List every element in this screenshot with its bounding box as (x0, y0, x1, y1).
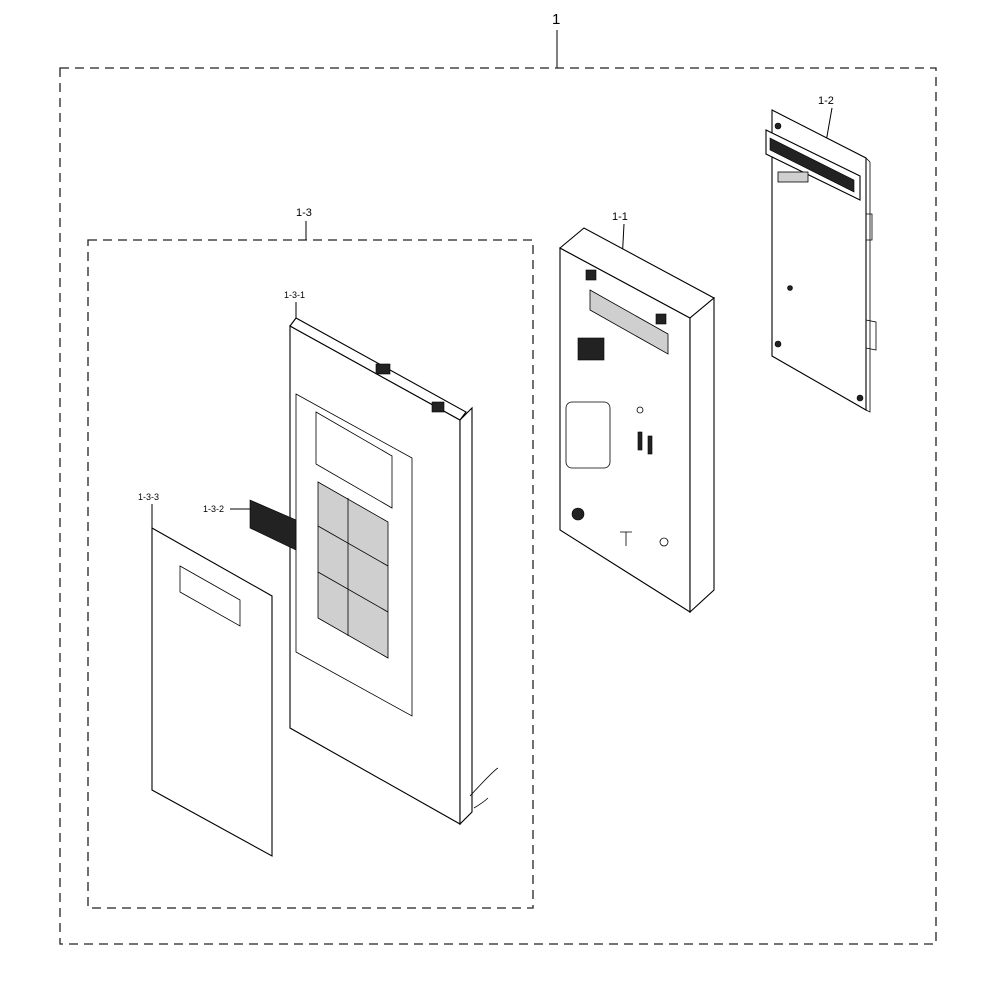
pcb-edge (865, 157, 871, 413)
frame-slot-1 (637, 431, 643, 451)
part-1-3-3-sheet: 1-3-3 (138, 492, 273, 857)
callout-1-3-3: 1-3-3 (138, 492, 159, 502)
callout-1-1: 1-1 (612, 211, 628, 223)
pcb-hole-3 (774, 340, 782, 348)
pcb-hole-4 (856, 394, 864, 402)
callout-1: 1 (552, 11, 560, 28)
frame-hole-1 (659, 537, 669, 547)
part-1-3-2-window: 1-3-2 (203, 499, 297, 551)
frame-t-mark (620, 531, 632, 546)
keypad-divider-h2 (317, 571, 389, 613)
window-plate (249, 499, 297, 551)
callout-1-3: 1-3 (296, 207, 312, 219)
frame-display-slot (589, 289, 669, 355)
frame-boss (571, 507, 585, 521)
panel-display-window (315, 411, 393, 509)
leader-1-2 (825, 107, 833, 143)
callout-1-3-2: 1-3-2 (203, 504, 224, 514)
sheet-window-cutout (179, 565, 241, 627)
frame-mount-1 (585, 269, 597, 281)
frame-slot-2 (647, 435, 653, 455)
panel-latch (375, 363, 391, 375)
pcb-hole-1 (774, 122, 782, 130)
part-1-1-frame: 1-1 (559, 211, 715, 614)
frame-switch-window (565, 401, 611, 469)
assembly-1-3-group: 1-3 (87, 207, 534, 909)
frame-hole-2 (636, 406, 644, 414)
pcb-tab-1 (866, 213, 873, 241)
frame-side-face (689, 296, 715, 614)
frame-mount-2 (655, 313, 667, 325)
assembly-1-3-frame (87, 239, 534, 909)
pcb-tab-2 (865, 319, 877, 351)
callout-1-3-1: 1-3-1 (284, 290, 305, 300)
assembly-1-group: 1 (59, 11, 937, 945)
pcb-display-window (769, 137, 855, 193)
panel-inner-border (295, 393, 413, 717)
part-1-3-1-panel: 1-3-1 (284, 290, 499, 826)
assembly-1-frame (59, 67, 937, 945)
panel-hinge (469, 767, 499, 809)
pcb-connector (777, 171, 809, 183)
part-1-2-pcb: 1-2 (765, 95, 877, 413)
callout-1-2: 1-2 (818, 95, 834, 107)
panel-keypad-grid (317, 481, 389, 659)
frame-bracket (577, 337, 605, 361)
keypad-divider-h1 (317, 525, 389, 567)
pcb-hole-2 (787, 285, 793, 291)
panel-clip (431, 401, 445, 413)
sheet-body (151, 527, 273, 857)
panel-side-edge (459, 406, 473, 826)
